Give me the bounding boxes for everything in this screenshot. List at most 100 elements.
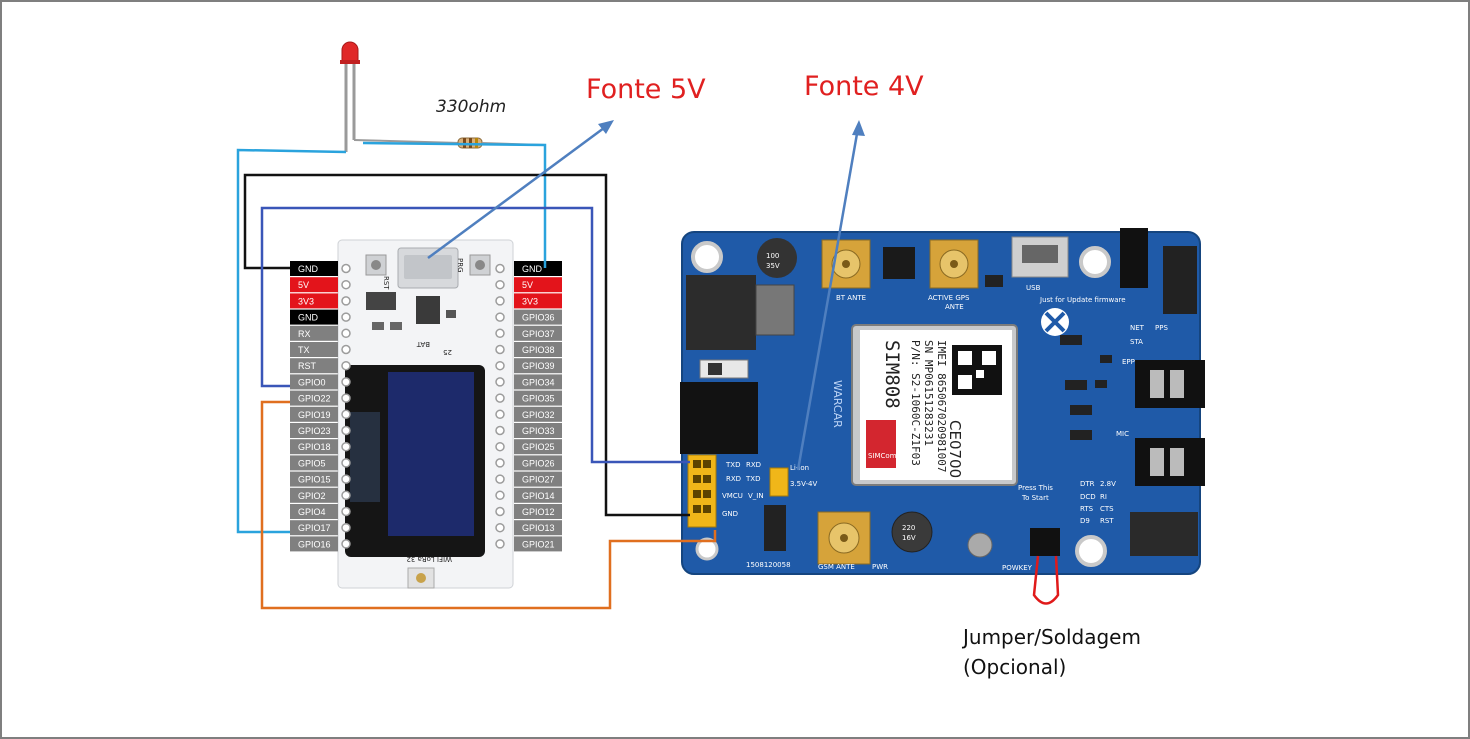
pin-label-bg <box>290 390 338 406</box>
pin-label-left-gpio18: GPIO18 <box>290 439 338 455</box>
pin-label-right-5v: 5V <box>514 277 562 293</box>
header-hole <box>495 312 505 322</box>
pin-label-text: GPIO25 <box>522 442 555 452</box>
pin-label-bg <box>514 471 562 487</box>
pin-label-bg <box>290 471 338 487</box>
esp32-lora-board: RST PRG BAT 25 WIFI LoRa 32 <box>337 239 514 589</box>
pin-label-left-gpio16: GPIO16 <box>290 536 338 552</box>
pin-label-text: GPIO33 <box>522 426 555 436</box>
pin-label-bg <box>290 487 338 503</box>
pin-label-left-rst: RST <box>290 358 338 374</box>
pin-label-text: GPIO14 <box>522 491 555 501</box>
pin-label-text: GPIO5 <box>298 458 326 468</box>
silk-dtr: DTR <box>1080 480 1095 488</box>
pin-label-bg <box>514 406 562 422</box>
pin-label-left-gpio15: GPIO15 <box>290 471 338 487</box>
header-hole <box>341 279 351 290</box>
pin-label-right-gpio37: GPIO37 <box>514 325 562 341</box>
silk-rst: RST <box>382 276 390 290</box>
pin-label-bg <box>290 358 338 374</box>
pin-label-bg <box>290 277 338 293</box>
silk-2v8: 2.8V <box>1100 480 1116 488</box>
label-fonte-4v: Fonte 4V <box>804 71 924 102</box>
module-sn: SN MP06151283231 <box>922 340 935 446</box>
header-hole <box>341 409 351 420</box>
header-hole <box>495 328 505 339</box>
header-hole <box>495 344 505 355</box>
header-hole <box>495 409 505 420</box>
header-hole <box>495 490 505 501</box>
pin-label-text: GPIO4 <box>298 507 326 517</box>
arrow-fonte4v-head <box>852 120 865 136</box>
pin-label-text: RST <box>298 361 317 371</box>
silk-pwr: PWR <box>872 563 888 571</box>
pin-label-text: GPIO0 <box>298 377 326 387</box>
arrow-fonte5v-head <box>598 120 614 134</box>
pin-label-text: GPIO38 <box>522 345 555 355</box>
pin-label-text: GPIO18 <box>298 442 331 452</box>
header-hole <box>341 490 351 501</box>
led-component <box>340 41 461 152</box>
pin-label-text: GPIO17 <box>298 523 331 533</box>
pin-label-bg <box>514 293 562 309</box>
pin-label-bg <box>514 374 562 390</box>
pin-label-right-gpio39: GPIO39 <box>514 358 562 374</box>
pin-label-right-gpio14: GPIO14 <box>514 487 562 503</box>
pin-label-text: GPIO21 <box>522 539 555 549</box>
pin-label-text: RX <box>298 329 311 339</box>
pin-label-text: GPIO32 <box>522 410 555 420</box>
label-fonte-5v: Fonte 5V <box>586 74 706 105</box>
silk-press: Press This <box>1018 484 1053 492</box>
pin-label-text: GND <box>298 264 319 274</box>
header-hole <box>341 522 351 533</box>
pin-label-right-gpio27: GPIO27 <box>514 471 562 487</box>
pin-label-text: 3V3 <box>298 296 314 306</box>
silk-25: 25 <box>443 348 452 356</box>
pin-label-bg <box>290 325 338 341</box>
silk-txd-bottom: TXD <box>745 475 760 483</box>
pin-label-bg <box>514 504 562 519</box>
pin-label-right-gpio34: GPIO34 <box>514 374 562 390</box>
silk-prg: PRG <box>456 258 464 273</box>
pin-label-bg <box>514 487 562 503</box>
header-hole <box>495 522 505 533</box>
pin-label-right-gpio32: GPIO32 <box>514 406 562 422</box>
pin-label-left-gnd: GND <box>290 309 338 325</box>
pin-label-text: GPIO26 <box>522 458 555 468</box>
header-hole <box>341 506 351 517</box>
silk-net: NET <box>1130 324 1145 332</box>
silk-rts: RTS <box>1080 505 1094 513</box>
silk-bat: BAT <box>416 340 430 348</box>
module-imei: IMEI 865067020981007 <box>935 340 948 472</box>
pin-label-bg <box>514 390 562 406</box>
pin-label-bg <box>290 406 338 422</box>
pin-label-left-gpio17: GPIO17 <box>290 520 338 536</box>
silk-serial: 1508120058 <box>746 561 791 569</box>
silk-pps: PPS <box>1155 324 1168 332</box>
header-hole <box>495 425 505 436</box>
pin-label-bg <box>514 261 562 276</box>
header-hole <box>341 263 351 274</box>
pin-label-text: TX <box>298 345 310 355</box>
silk-rxd: RXD <box>726 475 741 483</box>
pin-label-text: GPIO13 <box>522 523 555 533</box>
module-ce: CE0700 <box>946 420 964 478</box>
silk-vmcu: VMCU <box>722 492 743 500</box>
pin-label-right-gnd: GND <box>514 261 562 276</box>
pin-label-right-gpio25: GPIO25 <box>514 439 562 455</box>
header-hole <box>341 312 351 322</box>
pin-label-left-gpio4: GPIO4 <box>290 504 338 519</box>
silk-gnd: GND <box>722 510 738 518</box>
pin-label-left-gpio19: GPIO19 <box>290 406 338 422</box>
pin-label-text: 5V <box>522 280 533 290</box>
silk-v-in: V_IN <box>748 492 764 500</box>
pin-label-bg <box>290 455 338 471</box>
silk-board-name: WIFI LoRa 32 <box>407 555 453 563</box>
esp32-left-pin-labels: GND5V3V3GNDRXTXRSTGPIO0GPIO22GPIO19GPIO2… <box>290 261 338 552</box>
header-hole <box>495 506 505 517</box>
pin-label-bg <box>514 423 562 438</box>
silk-mic: MIC <box>1116 430 1129 438</box>
pin-label-left-gpio2: GPIO2 <box>290 487 338 503</box>
pin-label-text: GPIO19 <box>298 410 331 420</box>
header-hole <box>341 425 351 436</box>
